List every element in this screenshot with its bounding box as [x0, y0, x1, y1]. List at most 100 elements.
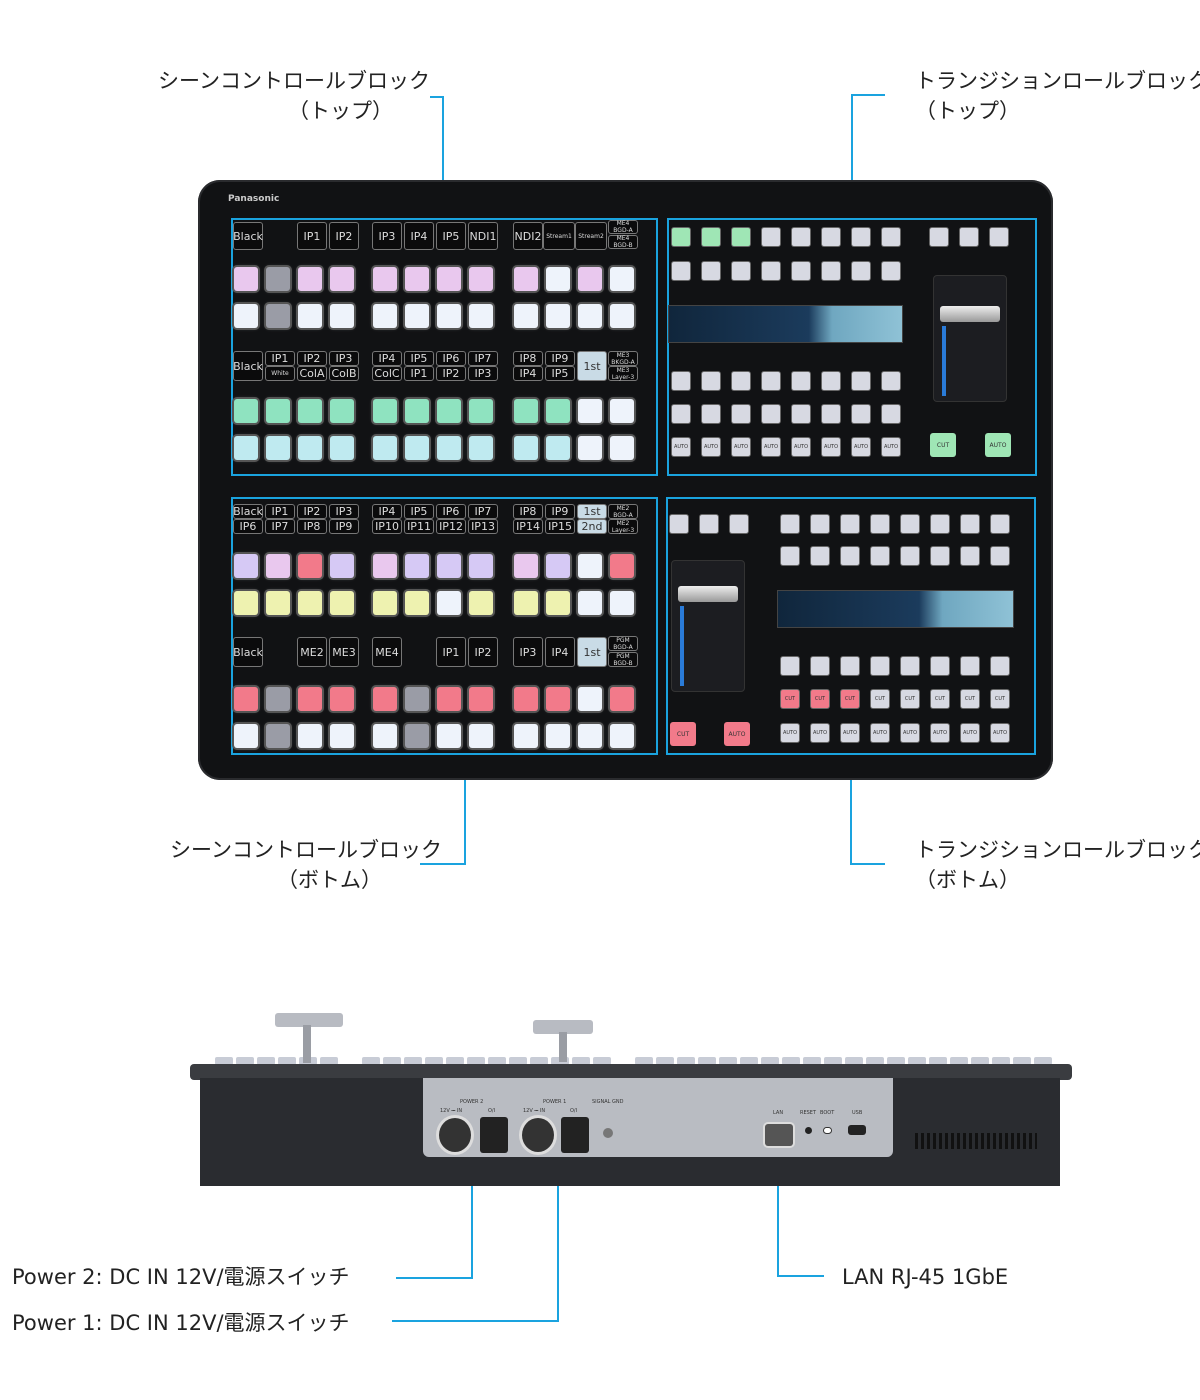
function-button[interactable] [730, 515, 748, 533]
scene-top-crosspoint-button[interactable] [330, 267, 354, 291]
key-button[interactable] [841, 547, 859, 565]
auto-button[interactable]: AUTO [781, 724, 799, 742]
scene-bottom-crosspoint-button[interactable] [578, 591, 602, 615]
key-button[interactable] [961, 547, 979, 565]
key-button[interactable] [822, 228, 840, 246]
key-button[interactable] [991, 515, 1009, 533]
scene-bottom-crosspoint-button[interactable] [514, 591, 538, 615]
auto-button[interactable]: AUTO [841, 724, 859, 742]
scene-top-crosspoint-button[interactable] [298, 304, 322, 328]
auto-button[interactable]: AUTO [792, 438, 810, 456]
cut-button[interactable]: CUT [841, 690, 859, 708]
cut-button[interactable]: CUT [930, 433, 956, 457]
select-button[interactable] [852, 372, 870, 390]
cut-button[interactable]: CUT [931, 690, 949, 708]
auto-button[interactable]: AUTO [702, 438, 720, 456]
scene-top-crosspoint-button[interactable] [578, 399, 602, 423]
key-button[interactable] [672, 228, 690, 246]
key-button[interactable] [852, 262, 870, 280]
cut-button[interactable] [702, 405, 720, 423]
scene-bottom-crosspoint-button[interactable] [405, 591, 429, 615]
scene-top-crosspoint-button[interactable] [546, 304, 570, 328]
scene-bottom-crosspoint-button[interactable] [373, 687, 397, 711]
scene-top-crosspoint-button[interactable] [298, 436, 322, 460]
auto-button[interactable]: AUTO [822, 438, 840, 456]
scene-bottom-crosspoint-button[interactable] [437, 687, 461, 711]
select-button[interactable] [841, 657, 859, 675]
scene-bottom-crosspoint-button[interactable] [610, 687, 634, 711]
key-button[interactable] [792, 228, 810, 246]
key-button[interactable] [762, 228, 780, 246]
scene-bottom-crosspoint-button[interactable] [610, 554, 634, 578]
auto-button[interactable]: AUTO [991, 724, 1009, 742]
key-button[interactable] [871, 515, 889, 533]
scene-top-crosspoint-button[interactable] [405, 267, 429, 291]
select-button[interactable] [991, 657, 1009, 675]
cut-button[interactable]: CUT [961, 690, 979, 708]
key-button[interactable] [702, 262, 720, 280]
scene-bottom-crosspoint-button[interactable] [234, 591, 258, 615]
scene-bottom-crosspoint-button[interactable] [469, 554, 493, 578]
scene-bottom-crosspoint-button[interactable] [546, 724, 570, 748]
scene-top-crosspoint-button[interactable] [514, 399, 538, 423]
function-button[interactable] [930, 228, 948, 246]
scene-top-crosspoint-button[interactable] [546, 399, 570, 423]
fader-t-bar[interactable] [933, 275, 1007, 402]
t-bar-handle[interactable] [940, 306, 1000, 322]
cut-button[interactable] [762, 405, 780, 423]
key-button[interactable] [931, 515, 949, 533]
key-button[interactable] [822, 262, 840, 280]
scene-top-crosspoint-button[interactable] [437, 304, 461, 328]
key-button[interactable] [732, 228, 750, 246]
scene-bottom-crosspoint-button[interactable] [405, 687, 429, 711]
scene-bottom-crosspoint-button[interactable] [330, 591, 354, 615]
scene-bottom-crosspoint-button[interactable] [469, 724, 493, 748]
scene-bottom-crosspoint-button[interactable] [373, 591, 397, 615]
scene-top-crosspoint-button[interactable] [514, 267, 538, 291]
cut-button[interactable]: CUT [781, 690, 799, 708]
scene-bottom-crosspoint-button[interactable] [578, 687, 602, 711]
select-button[interactable] [781, 657, 799, 675]
select-button[interactable] [792, 372, 810, 390]
scene-bottom-crosspoint-button[interactable] [234, 554, 258, 578]
key-button[interactable] [762, 262, 780, 280]
scene-top-crosspoint-button[interactable] [234, 399, 258, 423]
scene-bottom-crosspoint-button[interactable] [514, 554, 538, 578]
select-button[interactable] [931, 657, 949, 675]
scene-bottom-crosspoint-button[interactable] [469, 591, 493, 615]
scene-bottom-crosspoint-button[interactable] [298, 554, 322, 578]
scene-bottom-crosspoint-button[interactable] [610, 591, 634, 615]
scene-top-crosspoint-button[interactable] [437, 399, 461, 423]
fader-t-bar[interactable] [671, 560, 745, 692]
cut-button[interactable] [792, 405, 810, 423]
cut-button[interactable] [672, 405, 690, 423]
scene-top-crosspoint-button[interactable] [610, 436, 634, 460]
scene-top-crosspoint-button[interactable] [469, 399, 493, 423]
key-button[interactable] [672, 262, 690, 280]
scene-bottom-crosspoint-button[interactable] [373, 724, 397, 748]
auto-button[interactable]: AUTO [985, 433, 1011, 457]
scene-top-crosspoint-button[interactable] [234, 436, 258, 460]
key-button[interactable] [702, 228, 720, 246]
cut-button[interactable] [732, 405, 750, 423]
key-button[interactable] [841, 515, 859, 533]
auto-button[interactable]: AUTO [732, 438, 750, 456]
key-button[interactable] [811, 515, 829, 533]
scene-bottom-crosspoint-button[interactable] [469, 687, 493, 711]
scene-bottom-crosspoint-button[interactable] [405, 724, 429, 748]
scene-bottom-crosspoint-button[interactable] [330, 687, 354, 711]
scene-bottom-crosspoint-button[interactable] [514, 724, 538, 748]
lan-port[interactable] [765, 1124, 793, 1146]
scene-bottom-crosspoint-button[interactable] [437, 591, 461, 615]
key-button[interactable] [781, 515, 799, 533]
scene-bottom-crosspoint-button[interactable] [437, 724, 461, 748]
auto-button[interactable]: AUTO [811, 724, 829, 742]
scene-bottom-crosspoint-button[interactable] [546, 554, 570, 578]
scene-bottom-crosspoint-button[interactable] [514, 687, 538, 711]
key-button[interactable] [882, 228, 900, 246]
scene-bottom-crosspoint-button[interactable] [546, 687, 570, 711]
key-button[interactable] [901, 547, 919, 565]
cut-button[interactable]: CUT [670, 722, 696, 746]
scene-bottom-crosspoint-button[interactable] [266, 591, 290, 615]
reset-button[interactable] [805, 1127, 812, 1134]
